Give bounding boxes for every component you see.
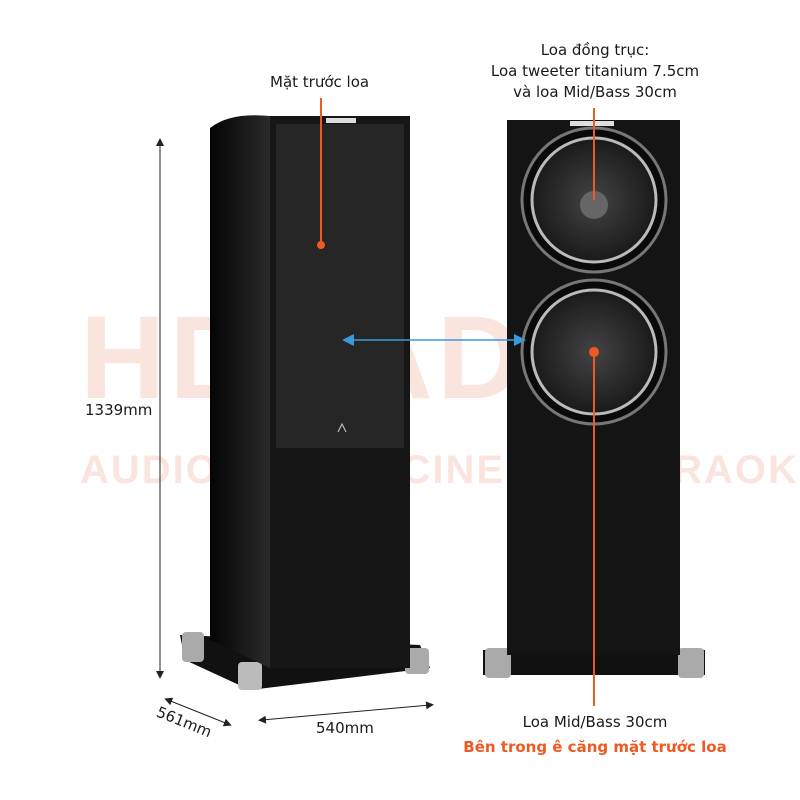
left-speaker (180, 98, 430, 690)
coaxial-line-3: và loa Mid/Bass 30cm (513, 83, 677, 101)
note-label: Bên trong ê căng mặt trước loa (463, 738, 727, 756)
right-speaker (483, 108, 705, 706)
coaxial-line-2: Loa tweeter titanium 7.5cm (490, 62, 700, 80)
height-label: 1339mm (85, 401, 153, 419)
coaxial-label: Loa đồng trục: Loa tweeter titanium 7.5c… (480, 40, 710, 103)
midbass-label: Loa Mid/Bass 30cm (522, 713, 668, 731)
width-dimension-line (258, 701, 434, 724)
front-panel-label: Mặt trước loa (270, 73, 370, 91)
depth-dimension-line (164, 697, 232, 727)
coaxial-line-1: Loa đồng trục: (540, 41, 650, 59)
width-label: 540mm (316, 719, 374, 737)
